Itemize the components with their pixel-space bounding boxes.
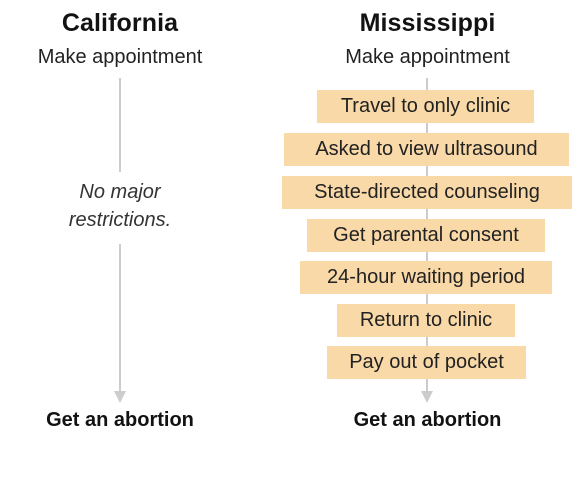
step-view-ultrasound: Asked to view ultrasound bbox=[284, 133, 569, 166]
step-return-to-clinic: Return to clinic bbox=[337, 304, 515, 337]
california-column: California Make appointment No major res… bbox=[0, 0, 240, 482]
step-travel-to-clinic: Travel to only clinic bbox=[317, 90, 534, 123]
step-state-counseling: State-directed counseling bbox=[282, 176, 572, 209]
step-waiting-period: 24-hour waiting period bbox=[300, 261, 552, 294]
down-arrow-icon bbox=[114, 391, 126, 403]
step-parental-consent: Get parental consent bbox=[307, 219, 545, 252]
step-pay-out-of-pocket: Pay out of pocket bbox=[327, 346, 526, 379]
start-label: Make appointment bbox=[345, 46, 510, 68]
state-title: California bbox=[61, 9, 179, 37]
end-label: Get an abortion bbox=[46, 409, 194, 431]
start-label: Make appointment bbox=[37, 46, 203, 68]
state-title: Mississippi bbox=[359, 9, 496, 37]
no-restrictions-note: No major restrictions. bbox=[68, 181, 172, 231]
down-arrow-icon bbox=[421, 391, 433, 403]
mississippi-column: Mississippi Make appointment Travel to o… bbox=[278, 0, 577, 482]
connector-line-lower bbox=[119, 244, 121, 392]
end-label: Get an abortion bbox=[353, 409, 502, 431]
connector-line-upper bbox=[119, 78, 121, 172]
